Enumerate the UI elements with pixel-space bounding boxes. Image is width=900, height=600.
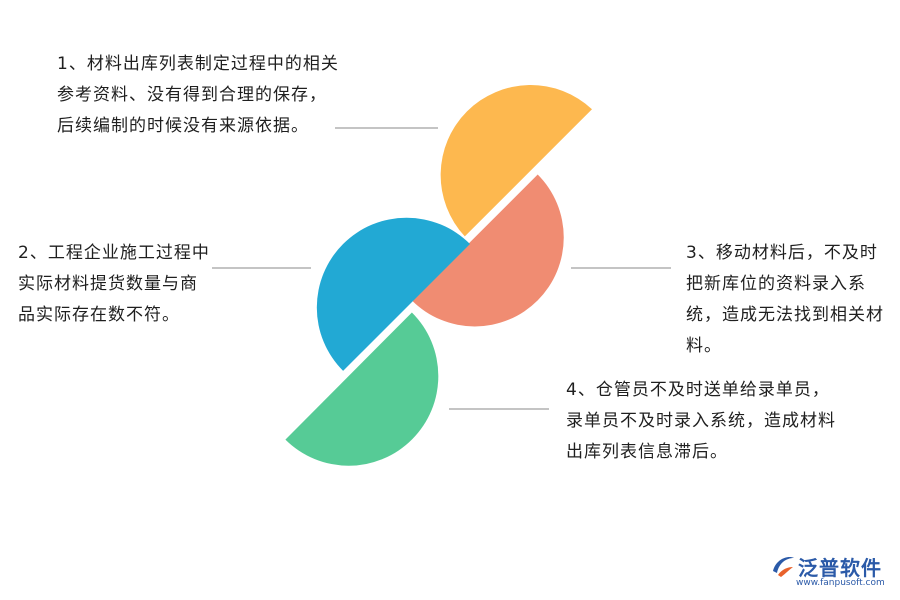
green-half-disc (285, 312, 439, 466)
logo-name: 泛普软件 (798, 556, 882, 580)
blue-half-disc (316, 217, 470, 371)
note-2-text: 2、工程企业施工过程中实际材料提货数量与商品实际存在数不符。 (18, 243, 210, 325)
fanpu-logo: 泛普软件 www.fanpusoft.com (770, 551, 895, 595)
yellow-half-disc (440, 85, 592, 237)
note-3-text: 3、移动材料后，不及时把新库位的资料录入系统，造成无法找到相关材料。 (686, 243, 884, 356)
note-1-text: 1、材料出库列表制定过程中的相关参考资料、没有得到合理的保存，后续编制的时候没有… (57, 54, 339, 136)
fanpu-logo-icon (773, 557, 794, 577)
logo-url: www.fanpusoft.com (796, 578, 885, 588)
note-4-text: 4、仓管员不及时送单给录单员，录单员不及时录入系统，造成材料出库列表信息滞后。 (566, 380, 836, 462)
salmon-half-disc (411, 174, 564, 327)
